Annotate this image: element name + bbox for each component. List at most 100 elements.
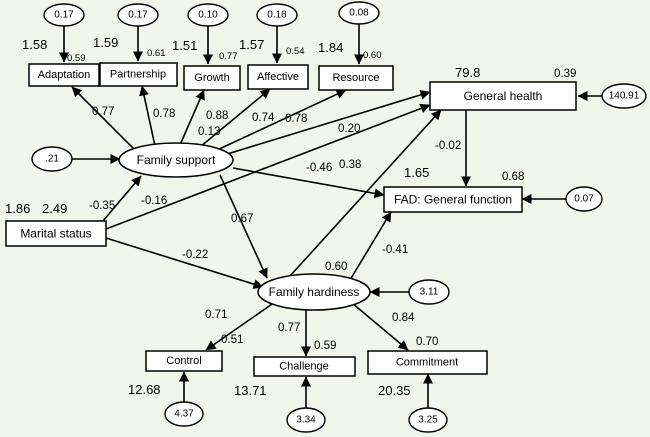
box-partnership xyxy=(99,62,178,87)
label-control: Control xyxy=(166,355,201,367)
coef-fh-fad: -0.41 xyxy=(382,244,408,256)
intercept-commitment: 20.35 xyxy=(378,383,411,398)
rsq-resource: 0.60 xyxy=(363,50,382,61)
error-control xyxy=(164,401,204,427)
rsq-partnership: 0.61 xyxy=(147,48,166,59)
error-general-health xyxy=(601,83,647,109)
coef-fs-general-health: 0.13 xyxy=(198,126,220,138)
arrow-fh-general-health xyxy=(289,109,442,277)
arrow-ms-general-health xyxy=(105,103,431,230)
rsq-challenge: 0.59 xyxy=(314,340,336,352)
box-adaptation xyxy=(28,63,100,87)
path-arrows xyxy=(59,23,602,408)
label-challenge: Challenge xyxy=(279,361,329,373)
intercept-fad: 1.65 xyxy=(404,165,429,180)
box-general-health xyxy=(429,81,577,111)
coef-fs-adaptation: 0.77 xyxy=(92,106,114,118)
error-value-affective: 0.18 xyxy=(267,10,287,21)
coef-fs-affective: 0.74 xyxy=(252,112,275,124)
error-value-family-support: .21 xyxy=(45,154,59,165)
intercept-marital-status-var: 2.49 xyxy=(42,201,67,216)
rsq-affective: 0.54 xyxy=(286,46,305,57)
intercept-adaptation: 1.58 xyxy=(22,37,47,52)
rsq-fad: 0.68 xyxy=(502,171,524,183)
latent-family-support xyxy=(118,142,234,178)
r-squared-values: 0.59 0.61 0.77 0.54 0.60 0.39 0.68 0.60 … xyxy=(67,46,576,352)
coef-fh-general-health: 0.38 xyxy=(339,159,361,171)
arrow-fs-family-hardiness xyxy=(219,174,268,279)
box-growth xyxy=(183,65,241,91)
arrow-fs-fad xyxy=(232,167,385,199)
arrow-fh-fad xyxy=(349,211,392,281)
rsq-family-hardiness: 0.60 xyxy=(325,261,347,273)
error-affective xyxy=(256,3,298,27)
arrow-fh-commitment xyxy=(351,302,409,351)
error-value-general-health: 140.91 xyxy=(609,91,640,102)
arrow-fs-partnership xyxy=(139,85,156,147)
label-marital-status: Marital status xyxy=(20,227,91,241)
intercept-general-health: 79.8 xyxy=(455,65,480,80)
coef-fh-control: 0.71 xyxy=(205,309,227,321)
intercept-values: 1.58 1.59 1.51 1.57 1.84 79.8 1.65 1.86 … xyxy=(5,35,480,398)
label-adaptation: Adaptation xyxy=(38,69,91,81)
coef-fs-growth: 0.88 xyxy=(206,110,228,122)
label-family-support: Family support xyxy=(137,153,216,167)
error-value-challenge: 3.34 xyxy=(296,415,316,426)
label-family-hardiness: Family hardiness xyxy=(269,285,360,299)
coef-fs-partnership: 0.78 xyxy=(153,108,175,120)
error-values: 0.17 0.17 0.10 0.18 0.08 140.91 .21 0.07… xyxy=(45,8,640,426)
box-marital-status xyxy=(5,220,107,247)
error-value-fad: 0.07 xyxy=(574,194,594,205)
error-family-support xyxy=(31,146,73,172)
error-value-partnership: 0.17 xyxy=(128,10,148,21)
rsq-commitment: 0.70 xyxy=(416,336,438,348)
rsq-growth: 0.77 xyxy=(219,51,238,62)
error-value-resource: 0.08 xyxy=(349,8,369,19)
error-value-commitment: 3.25 xyxy=(418,415,438,426)
coef-fs-fad: -0.46 xyxy=(306,162,332,174)
error-challenge xyxy=(286,407,326,433)
rsq-control: 0.51 xyxy=(221,334,243,346)
arrow-fs-general-health xyxy=(223,89,431,156)
label-general-health: General health xyxy=(464,89,543,103)
box-challenge xyxy=(253,356,356,377)
arrow-fs-affective xyxy=(199,88,271,148)
box-commitment xyxy=(367,350,488,375)
intercept-resource: 1.84 xyxy=(318,40,343,55)
label-fad-general-function: FAD: General function xyxy=(394,193,512,207)
intercept-control: 12.68 xyxy=(128,382,161,397)
error-terms xyxy=(31,1,647,433)
arrow-fs-growth xyxy=(179,89,205,146)
coef-ms-family-hardiness: -0.22 xyxy=(182,249,208,261)
arrow-fh-control xyxy=(205,301,276,351)
arrow-ms-family-support xyxy=(102,175,142,222)
node-labels: Adaptation Partnership Growth Affective … xyxy=(20,69,542,373)
label-partnership: Partnership xyxy=(110,69,166,81)
rsq-adaptation: 0.59 xyxy=(67,53,86,64)
error-adaptation xyxy=(43,3,85,27)
coef-gh-fad: -0.02 xyxy=(435,140,461,152)
box-control xyxy=(145,350,223,372)
box-resource xyxy=(318,65,394,91)
coef-fh-commitment: 0.84 xyxy=(392,312,415,324)
coef-fs-resource: 0.78 xyxy=(285,113,307,125)
error-value-family-hardiness: 3.11 xyxy=(420,287,439,298)
box-affective xyxy=(247,64,309,90)
error-family-hardiness xyxy=(408,279,450,305)
coef-fh-challenge: 0.77 xyxy=(278,322,300,334)
label-growth: Growth xyxy=(194,72,229,84)
variable-shapes xyxy=(5,62,577,377)
intercept-partnership: 1.59 xyxy=(93,35,118,50)
arrow-ms-family-hardiness xyxy=(105,237,264,289)
intercept-marital-status-mean: 1.86 xyxy=(5,201,30,216)
error-value-control: 4.37 xyxy=(174,409,194,420)
coef-ms-fad: -0.16 xyxy=(141,195,167,207)
coef-fs-family-hardiness: 0.67 xyxy=(231,213,253,225)
intercept-growth: 1.51 xyxy=(172,38,197,53)
path-coefficients: 0.77 0.78 0.88 0.74 0.78 0.13 0.20 -0.46… xyxy=(89,106,461,334)
error-partnership xyxy=(117,3,159,27)
intercept-affective: 1.57 xyxy=(239,37,264,52)
label-affective: Affective xyxy=(257,71,299,83)
latent-family-hardiness xyxy=(257,273,371,311)
